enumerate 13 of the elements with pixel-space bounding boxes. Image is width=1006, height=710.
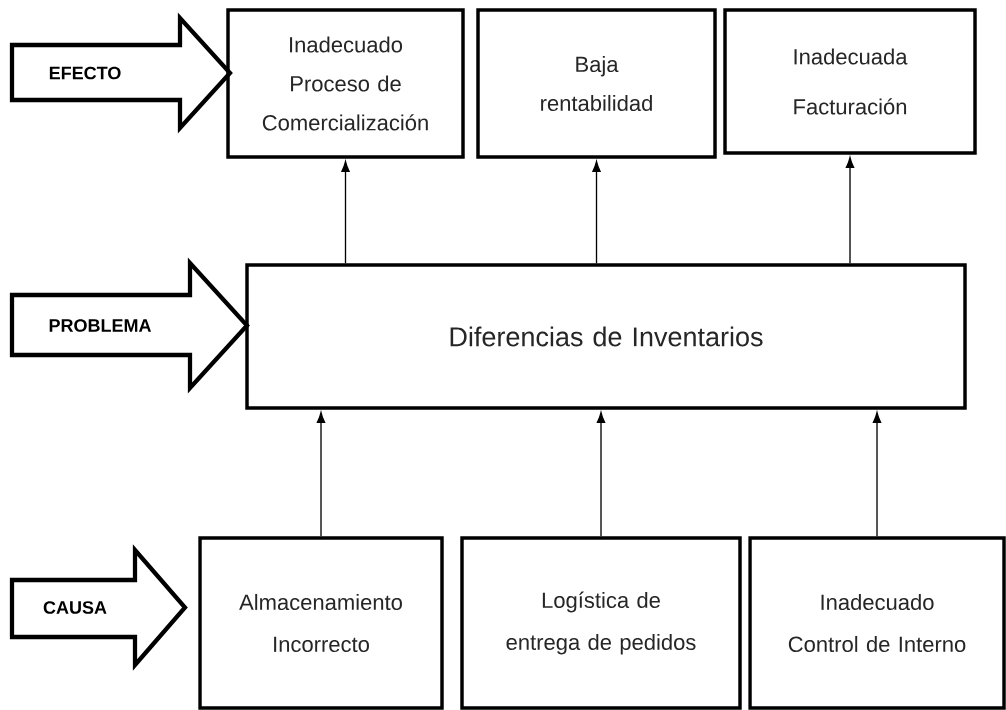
- text-box: Almacenamiento Incorrecto: [198, 536, 444, 710]
- text-box: Inadecuada Facturación: [723, 8, 977, 155]
- text-box: Inadecuado Proceso de Comercialización: [226, 8, 465, 159]
- arrow: [596, 412, 606, 537]
- arrow: [316, 412, 326, 537]
- text-box: Baja rentabilidad: [476, 8, 717, 159]
- text-box: Diferencias de Inventarios: [245, 263, 967, 410]
- arrow: [341, 161, 350, 264]
- arrow: [592, 161, 601, 264]
- text-box: Inadecuado Control de Interno: [748, 536, 1006, 710]
- arrow: [845, 157, 855, 264]
- arrow: [872, 412, 882, 537]
- text-box: Logística de entrega de pedidos: [460, 536, 742, 710]
